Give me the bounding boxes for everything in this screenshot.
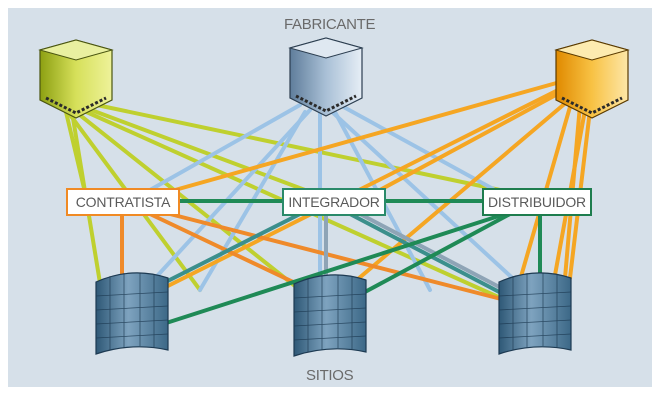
- link-green-contratista: [64, 110, 86, 190]
- link-blue-distribuidor: [338, 103, 497, 192]
- manufacturer-green: [38, 39, 114, 119]
- site-left: [95, 272, 169, 355]
- link-integrador-site-right: [348, 212, 507, 297]
- link-green-distribuidor: [90, 102, 502, 192]
- link-blue-contratista: [148, 103, 302, 192]
- link-distribuidor-site-center: [348, 212, 512, 302]
- manufacturer-blue: [288, 37, 364, 117]
- link-blue-site-left: [133, 108, 312, 302]
- role-contratista: CONTRATISTA: [66, 188, 180, 216]
- link-orange-contratista: [173, 80, 562, 192]
- link-contratista-site-right: [168, 212, 507, 302]
- building-icon: [293, 274, 367, 357]
- sites-heading: SITIOS: [306, 367, 354, 384]
- site-center: [293, 274, 367, 357]
- link-orange-integrador: [378, 88, 567, 192]
- manufacturer-heading: FABRICANTE: [284, 16, 376, 33]
- link-orange-site-center: [343, 93, 577, 292]
- manufacturer-orange: [554, 39, 630, 119]
- building-icon: [498, 272, 572, 355]
- role-integrador: INTEGRADOR: [282, 188, 386, 216]
- link-integrador-site-right-b: [358, 212, 507, 292]
- site-right: [498, 272, 572, 355]
- link-distribuidor-site-left: [158, 212, 507, 327]
- building-icon: [95, 272, 169, 355]
- role-distribuidor: DISTRIBUIDOR: [482, 188, 592, 216]
- link-contratista-site-center: [148, 212, 312, 292]
